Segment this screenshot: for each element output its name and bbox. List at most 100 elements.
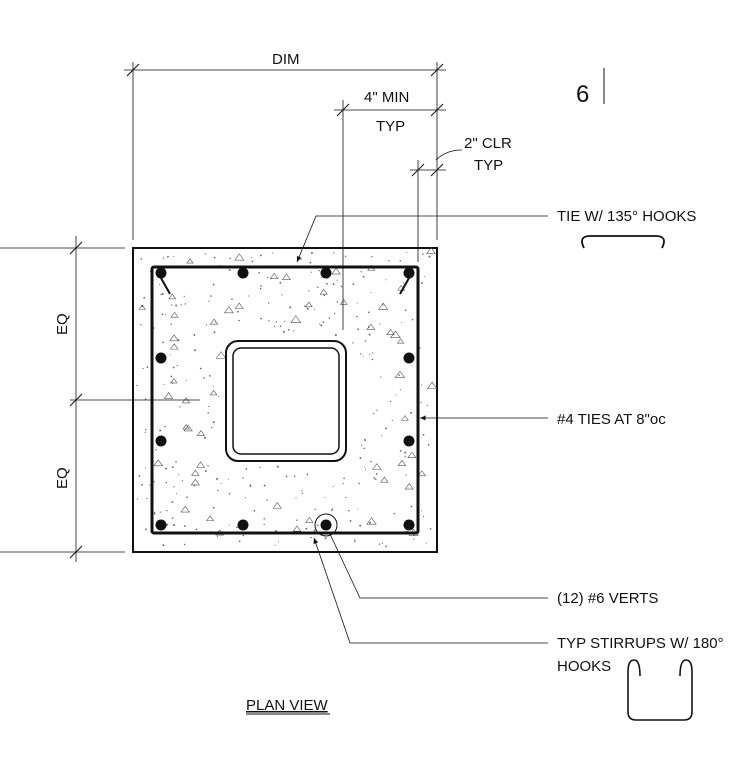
sand-dot [283, 321, 286, 323]
sand-dot [331, 508, 334, 511]
callout-ties-spacing-label: #4 TIES AT 8"oc [557, 411, 666, 428]
plan-view-title: PLAN VIEW [246, 697, 329, 714]
sand-dot [331, 510, 333, 512]
sand-dot [289, 306, 292, 309]
aggregate-mark [153, 459, 164, 467]
aggregate-mark [366, 517, 377, 525]
sand-dot [378, 543, 381, 545]
dim-clear-cover-label: 2" CLR [464, 135, 512, 152]
sand-dot [295, 497, 297, 499]
sand-dot [285, 475, 288, 478]
sand-dot [300, 258, 302, 260]
aggregate-mark [234, 302, 244, 309]
sand-dot [175, 304, 178, 307]
sand-dot [371, 358, 374, 361]
sand-dot [208, 405, 210, 408]
dim-eq: EQ EQ [0, 236, 200, 562]
sand-dot [228, 493, 231, 495]
sand-dot [153, 512, 156, 515]
sand-dot [136, 384, 138, 387]
sand-dot [424, 415, 426, 417]
sand-dot [173, 255, 175, 258]
sand-dot [356, 315, 358, 318]
sand-dot [277, 541, 280, 543]
sand-dot [175, 461, 177, 463]
sand-dot [381, 435, 383, 437]
aggregate-mark [319, 288, 328, 295]
sand-dot [363, 439, 366, 442]
sand-dot [207, 412, 210, 414]
aggregate-mark [290, 315, 302, 323]
sand-dot [411, 319, 414, 321]
sand-dot [306, 307, 309, 310]
sand-dot [263, 523, 265, 526]
sand-dot [402, 282, 405, 284]
sand-dot [328, 317, 331, 319]
sand-dot [149, 484, 151, 486]
sand-dot [146, 366, 149, 368]
verts-callout-circle [314, 513, 338, 537]
sand-dot [177, 474, 179, 476]
sand-dot [389, 400, 392, 403]
dim-eq-bottom-label: EQ [54, 467, 71, 489]
sand-dot [304, 305, 306, 307]
callout-stirrups: TYP STIRRUPS W/ 180° HOOKS [313, 537, 724, 721]
tie-hook-left [160, 277, 171, 295]
sand-dot [195, 528, 198, 531]
rebar-dot [155, 267, 167, 279]
aggregate-mark [169, 334, 179, 342]
sand-dot [375, 478, 377, 480]
sand-dot [363, 447, 366, 450]
sand-dot [326, 282, 328, 285]
sand-dot [145, 467, 147, 469]
tie-hook-symbol-icon [581, 235, 665, 249]
sand-dot [320, 324, 323, 327]
sand-dot [310, 252, 313, 254]
sand-dot [238, 540, 241, 543]
sand-dot [228, 268, 231, 271]
sand-dot [194, 349, 196, 352]
dim-clear-cover: 2" CLR TYP [410, 135, 512, 262]
sand-dot [140, 258, 142, 260]
sand-dot [323, 294, 326, 297]
sand-dot [210, 295, 212, 297]
sand-dot [293, 330, 295, 332]
sand-dot [324, 496, 326, 499]
sand-dot [357, 508, 359, 510]
sand-dot [360, 353, 362, 355]
callout-tie-hooks: TIE W/ 135° HOOKS [296, 208, 696, 263]
sand-dot [342, 482, 344, 485]
rebar-dot [237, 519, 249, 531]
sand-dot [301, 492, 304, 494]
sand-dot [301, 490, 303, 492]
sand-dot [145, 429, 147, 431]
sand-dot [333, 312, 336, 315]
sand-dot [161, 292, 164, 295]
sand-dot [238, 319, 240, 322]
sand-dot [391, 419, 393, 422]
sand-dot [165, 314, 167, 316]
callout-verts: (12) #6 VERTS [329, 533, 658, 607]
sand-dot [166, 509, 168, 512]
sand-dot [319, 323, 321, 325]
sand-dot [313, 529, 316, 532]
aggregate-mark [339, 299, 348, 305]
sand-dot [411, 365, 413, 367]
sand-dot [279, 281, 282, 284]
sand-dot [314, 508, 316, 511]
sand-dot [348, 509, 350, 512]
sand-dot [421, 384, 423, 386]
sand-dot [162, 544, 165, 547]
aggregate-mark [272, 502, 282, 509]
sand-dot [244, 497, 246, 499]
aggregate-mark [397, 459, 407, 466]
sand-dot [146, 497, 148, 500]
sand-dot [163, 383, 165, 385]
sand-dot [213, 256, 216, 259]
sand-dot [398, 374, 401, 376]
sand-dot [420, 282, 423, 284]
aggregate-mark [331, 267, 341, 275]
sand-dot [159, 283, 161, 285]
dim-min-offset-typ: TYP [376, 118, 405, 135]
aggregate-mark [366, 323, 376, 330]
